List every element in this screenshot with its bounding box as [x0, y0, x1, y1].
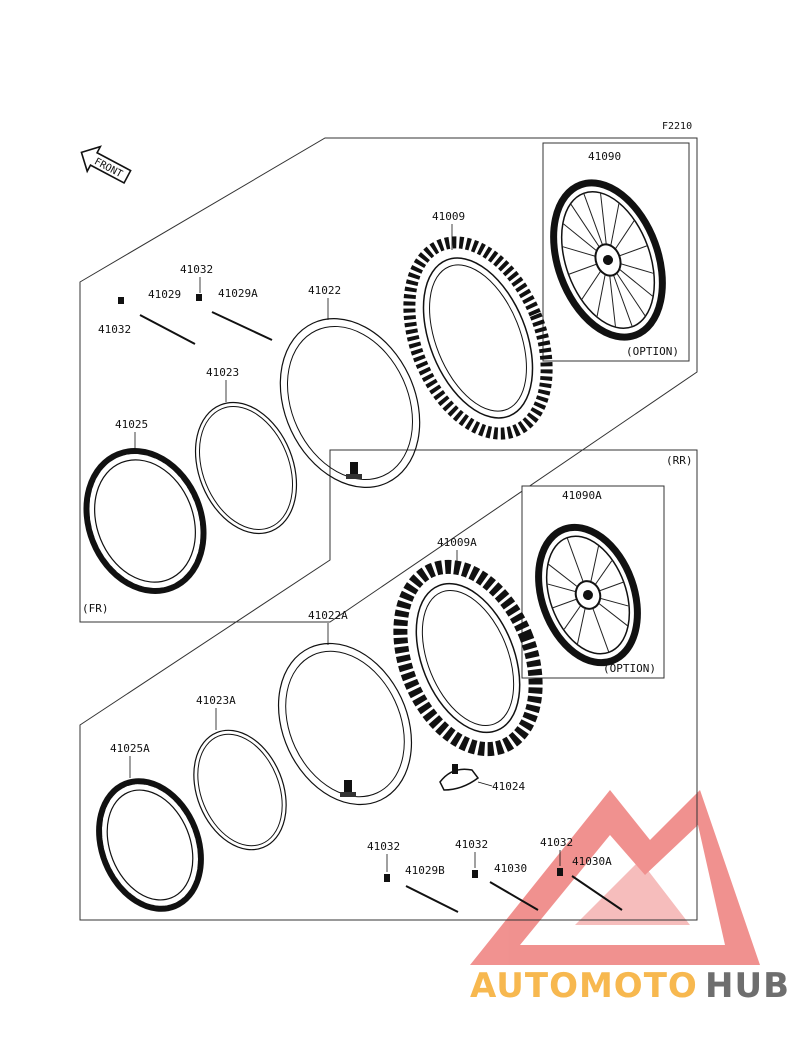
front-rim-band — [194, 401, 298, 535]
front-nipple-top — [196, 294, 202, 301]
part-41009A-label: 41009A — [437, 536, 477, 549]
part-41032-r3-label: 41032 — [540, 836, 573, 849]
rear-nipple-3 — [557, 868, 563, 876]
part-41029B-label: 41029B — [405, 864, 445, 877]
front-section-border — [79, 137, 698, 623]
part-41032-top-label: 41032 — [180, 263, 213, 276]
part-41030A-label: 41030A — [572, 855, 612, 868]
rear-nipple-1 — [384, 874, 390, 882]
front-tube — [279, 318, 421, 488]
front-tube-valve — [346, 462, 362, 479]
watermark-part1: AUTOMOTO — [470, 966, 698, 1006]
rear-option-label: (OPTION) — [603, 662, 656, 675]
part-41090A-label: 41090A — [562, 489, 602, 502]
part-41022-label: 41022 — [308, 284, 341, 297]
watermark-text: AUTOMOTO HUB — [470, 966, 790, 1006]
rear-spoke-41030 — [489, 881, 539, 911]
part-41025A-label: 41025A — [110, 742, 150, 755]
front-spoked-wheel — [550, 179, 666, 341]
part-41023-label: 41023 — [206, 366, 239, 379]
figure-code: F2210 — [662, 121, 692, 132]
rear-tube — [277, 642, 413, 806]
rim-lock — [439, 764, 480, 791]
front-spoke-41029A — [211, 311, 273, 341]
part-41090-label: 41090 — [588, 150, 621, 163]
part-41032-r1-label: 41032 — [367, 840, 400, 853]
part-41022A-label: 41022A — [308, 609, 348, 622]
part-41029-label: 41029 — [148, 288, 181, 301]
rear-section-tag: (RR) — [666, 454, 693, 467]
part-41032-r2-label: 41032 — [455, 838, 488, 851]
part-41032-left-label: 41032 — [98, 323, 131, 336]
front-arrow-icon: FRONT — [80, 145, 132, 185]
part-41024-label: 41024 — [492, 780, 525, 793]
rear-tube-valve — [340, 780, 356, 797]
rear-spoke-41029B — [405, 885, 459, 913]
watermark-part2: HUB — [705, 966, 790, 1006]
part-41009-label: 41009 — [432, 210, 465, 223]
front-section-tag: (FR) — [82, 602, 109, 615]
watermark-logo — [470, 790, 760, 965]
front-spoke-41029 — [139, 314, 196, 345]
part-41023A-label: 41023A — [196, 694, 236, 707]
rear-section-border — [79, 449, 698, 921]
rear-tire — [393, 559, 543, 757]
front-nipple-left — [118, 297, 124, 304]
rear-spoked-wheel — [535, 523, 641, 667]
rear-spoke-41030A — [571, 875, 623, 911]
part-41029A-label: 41029A — [218, 287, 258, 300]
rear-nipple-2 — [472, 870, 478, 878]
front-option-label: (OPTION) — [626, 345, 679, 358]
rear-rim-band — [193, 729, 287, 851]
part-41030-label: 41030 — [494, 862, 527, 875]
part-41025-label: 41025 — [115, 418, 148, 431]
rear-rim — [96, 778, 204, 912]
